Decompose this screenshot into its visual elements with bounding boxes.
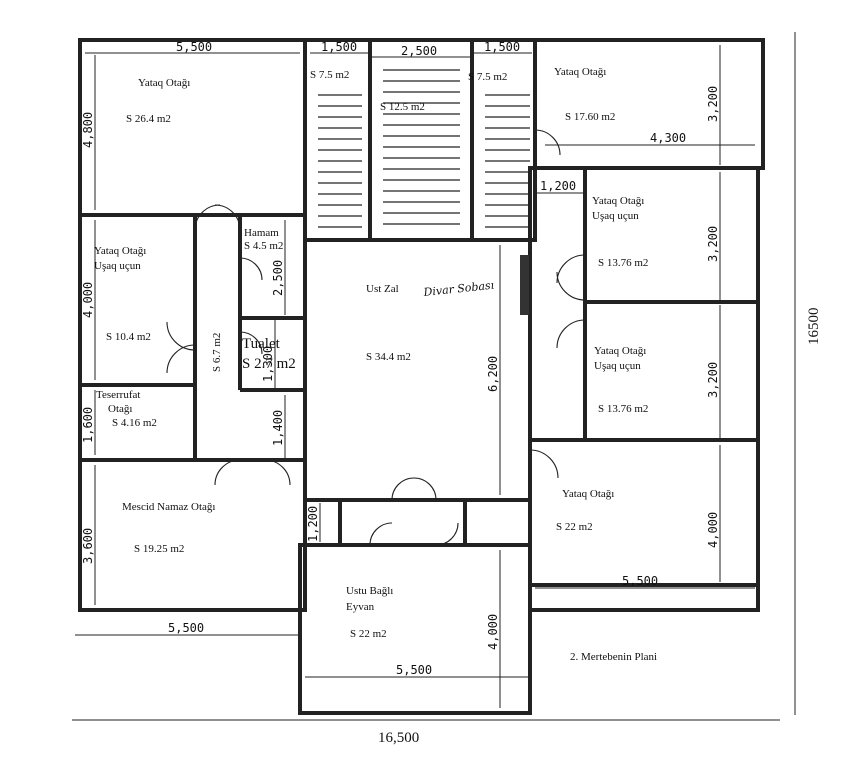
room-stair-center-area: S 12.5 m2 [380,101,425,113]
dim-e2-height: 3,200 [706,362,720,398]
walls [78,38,765,715]
room-eyvan-sub: Eyvan [346,601,375,613]
dim-ne-width: 4,300 [650,131,686,145]
room-mescid-area: S 19.25 m2 [134,543,184,555]
room-hamam-name: Hamam [244,227,279,239]
dim-ne-gap: 1,200 [540,179,576,193]
dim-usaq-w-height: 4,000 [81,282,95,318]
room-yataq-se-area: S 22 m2 [556,521,593,533]
dim-eyvan-height: 4,000 [486,614,500,650]
room-teserrufat-area: S 4.16 m2 [112,417,157,429]
room-mescid-name: Mescid Namaz Otağı [122,501,215,513]
room-usaq-e1-sub: Uşaq uçun [592,210,639,222]
dim-e1-height: 3,200 [706,226,720,262]
dim-stair-left-width: 1,500 [321,40,357,54]
room-usaq-w-area: S 10.4 m2 [106,331,151,343]
stairs [318,69,530,228]
dim-total-width: 16,500 [378,730,419,746]
stair-left-treads [318,94,362,228]
room-teserrufat-sub: Otağı [108,403,132,415]
partitions [80,40,758,587]
room-yataq-se-name: Yataq Otağı [562,488,614,500]
room-stair-right-area: S 7.5 m2 [468,71,507,83]
room-yataq-nw-area: S 26.4 m2 [126,113,171,125]
dim-zal-height: 6,200 [486,356,500,392]
dim-tualet-height: 1,300 [261,346,275,382]
room-usaq-e2-sub: Uşaq uçun [594,360,641,372]
plan-title: 2. Mertebenin Plani [570,651,657,663]
dim-eyvan-width: 5,500 [396,663,432,677]
dim-bottom-left-width: 5,500 [168,621,204,635]
wall-stove-mark [520,255,529,315]
dim-mescid-height: 3,600 [81,528,95,564]
room-usaq-e1-area: S 13.76 m2 [598,257,648,269]
room-labels: Yataq Otağı S 26.4 m2 S 7.5 m2 S 12.5 m2… [94,66,648,640]
dim-stair-right-width: 1,500 [484,40,520,54]
room-tualet-area: S 2.7 m2 [242,356,296,372]
room-ust-zal-area: S 34.4 m2 [366,351,411,363]
wall-stove-note: Divar Sobası [422,279,495,299]
doors [166,129,586,546]
dim-total-height: 16500 [806,308,822,346]
room-yataq-ne-area: S 17.60 m2 [565,111,615,123]
room-yataq-ne-name: Yataq Otağı [554,66,606,78]
dim-teserrufat-height: 1,600 [81,407,95,443]
dim-se-height: 4,000 [706,512,720,548]
room-usaq-e2-name: Yataq Otağı [594,345,646,357]
room-ust-zal-name: Ust Zal [366,283,399,295]
room-corridor-area: S 6.7 m2 [211,333,223,372]
stair-center-treads [383,69,460,225]
room-tualet-name: Tualet [242,336,281,352]
dim-ne-height: 3,200 [706,86,720,122]
room-usaq-w-name: Yataq Otağı [94,245,146,257]
room-hamam-area: S 4.5 m2 [244,240,283,252]
dimension-labels: 5,500 1,500 2,500 1,500 4,800 3,200 4,30… [81,40,822,746]
room-eyvan-name: Ustu Bağlı [346,585,393,597]
dimension-lines [72,32,796,721]
room-usaq-e2-area: S 13.76 m2 [598,403,648,415]
dim-stair-center-width: 2,500 [401,44,437,58]
room-yataq-nw-name: Yataq Otağı [138,77,190,89]
room-teserrufat-name: Teserrufat [96,389,140,401]
dim-nw-height: 4,800 [81,112,95,148]
dim-tualet-lower: 1,400 [271,410,285,446]
room-stair-left-area: S 7.5 m2 [310,69,349,81]
room-usaq-e1-name: Yataq Otağı [592,195,644,207]
dim-top-left-width: 5,500 [176,40,212,54]
dim-entry-height: 1,200 [306,506,320,542]
room-eyvan-area: S 22 m2 [350,628,387,640]
room-usaq-w-sub: Uşaq uçun [94,260,141,272]
dim-se-width: 5,500 [622,574,658,588]
stair-right-treads [485,94,530,228]
dim-hamam-height: 2,500 [271,260,285,296]
